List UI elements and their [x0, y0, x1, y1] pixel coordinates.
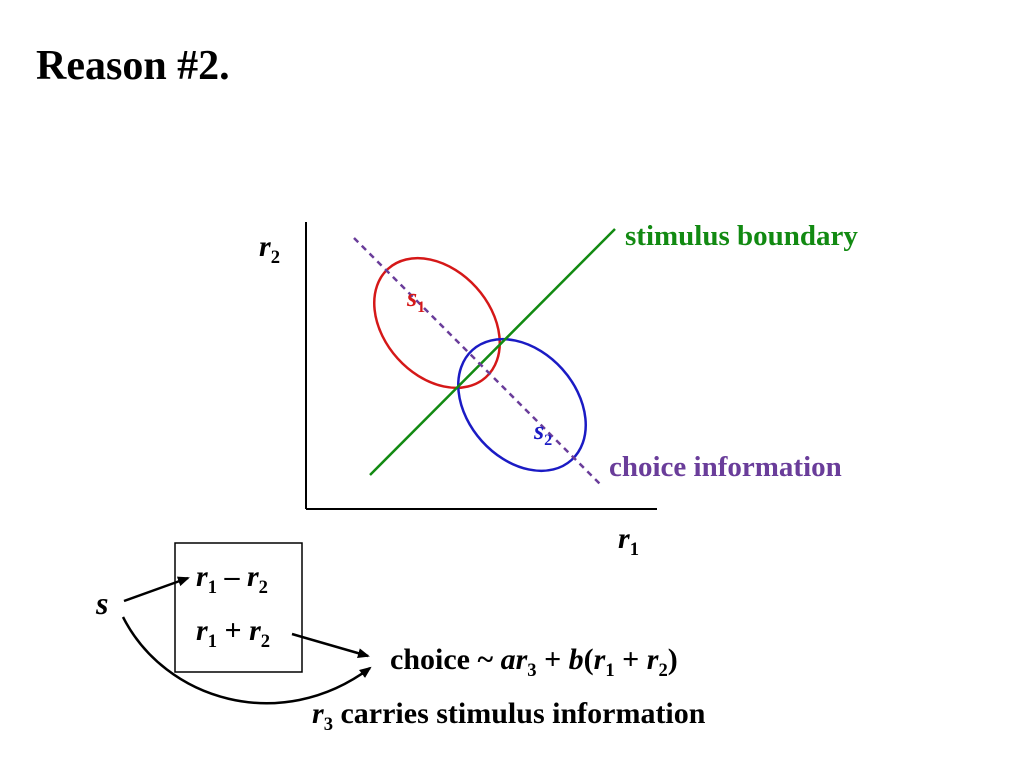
- stimulus-boundary-label: stimulus boundary: [625, 220, 858, 252]
- note-text: carries stimulus information: [332, 697, 706, 730]
- s1-sub: 1: [417, 298, 426, 316]
- choice-information-line: [353, 237, 603, 487]
- eq-r2: r: [646, 643, 659, 676]
- s1-label: s1: [407, 283, 426, 316]
- eq-r2-sub: 2: [658, 659, 668, 681]
- sum-a-sub: 1: [207, 630, 217, 652]
- sum-op: +: [224, 614, 242, 647]
- y-axis-var: r: [259, 230, 271, 263]
- arrow-sum-to-choice: [291, 632, 370, 659]
- box-sum-row: r1 + r2: [196, 614, 270, 652]
- eq-r3: r: [515, 643, 528, 676]
- note-var: r: [312, 697, 324, 730]
- eq-plus1: +: [536, 643, 569, 676]
- stimulus-source-label: s: [96, 585, 109, 621]
- eq-plus2: +: [614, 643, 647, 676]
- ellipse-s1: [373, 256, 501, 390]
- arrow-s-to-choice: [121, 616, 372, 705]
- box-difference-row: r1 – r2: [196, 560, 268, 598]
- x-axis-var: r: [618, 522, 630, 555]
- eq-open: (: [583, 643, 594, 676]
- eq-close: ): [667, 643, 678, 676]
- choice-equation: choice ~ ar3 + b(r1 + r2): [390, 643, 678, 681]
- diff-op: –: [224, 560, 240, 593]
- note-sub: 3: [323, 713, 333, 735]
- x-axis-label: r1: [618, 522, 639, 560]
- eq-r1: r: [593, 643, 606, 676]
- diff-a-sub: 1: [207, 576, 217, 598]
- sum-a: r: [196, 614, 208, 647]
- sum-b-sub: 2: [260, 630, 271, 652]
- choice-information-label: choice information: [609, 451, 842, 483]
- sum-b: r: [249, 614, 261, 647]
- arrow-s-to-difference: [123, 576, 190, 603]
- readout-box: [174, 542, 303, 673]
- ellipse-s2: [457, 337, 587, 473]
- eq-a: a: [500, 643, 516, 676]
- s2-var: s: [534, 416, 545, 445]
- x-axis-sub: 1: [629, 538, 639, 560]
- page-title: Reason #2.: [36, 43, 230, 89]
- y-axis-sub: 2: [270, 246, 280, 268]
- eq-b: b: [568, 643, 584, 676]
- diff-b-sub: 2: [258, 576, 268, 598]
- s2-sub: 2: [544, 431, 553, 449]
- diff-b: r: [246, 560, 259, 593]
- s2-label: s2: [534, 416, 553, 449]
- y-axis-label: r2: [259, 230, 280, 268]
- r3-note: r3 carries stimulus information: [312, 697, 706, 735]
- eq-r1-sub: 1: [605, 659, 615, 681]
- eq-lead: choice ~: [390, 643, 501, 676]
- s1-var: s: [407, 283, 418, 312]
- diff-a: r: [196, 560, 208, 593]
- eq-r3-sub: 3: [527, 659, 537, 681]
- stimulus-boundary-line: [369, 228, 616, 476]
